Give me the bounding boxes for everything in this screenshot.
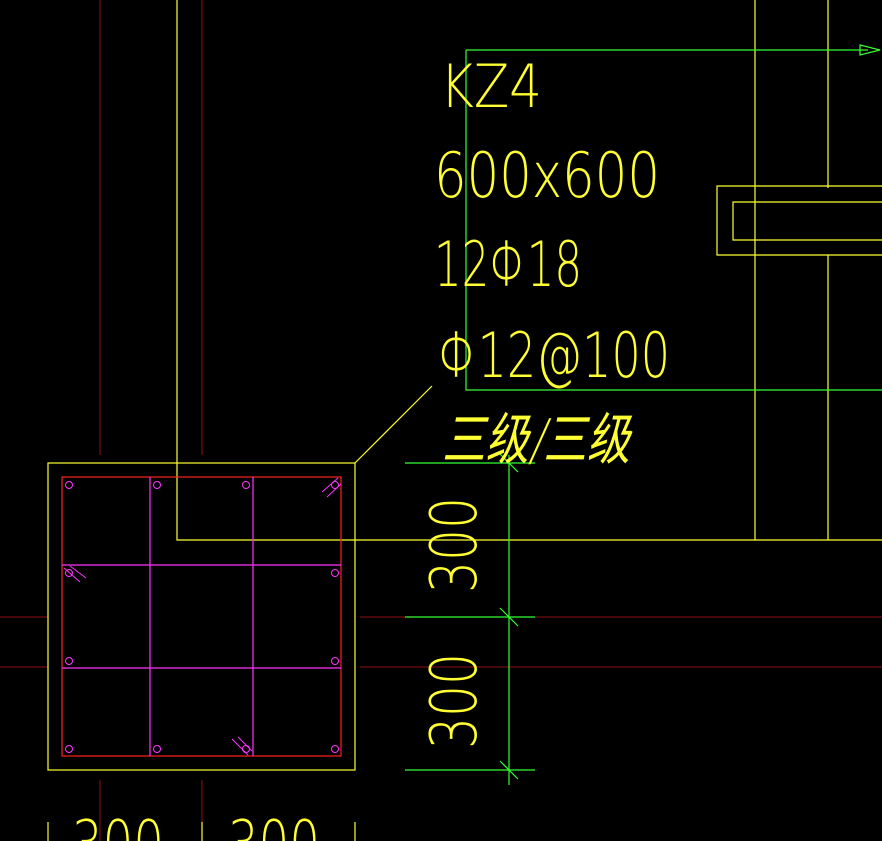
stirrup-ties [62, 477, 341, 756]
column-annotation: KZ4 600x600 12Φ18 Φ12@100 三级/三级 [434, 52, 670, 473]
stirrup-outer [61, 476, 342, 757]
yellow-outlines [47, 0, 882, 841]
rebar-bar [242, 481, 250, 489]
main-rebar-spec: 12Φ18 [434, 228, 582, 301]
stirrup-spec: Φ12@100 [438, 319, 670, 392]
dimension-tick-bottom [499, 760, 519, 780]
column-size: 600x600 [434, 139, 660, 212]
rebar-bar [331, 745, 339, 753]
label-box-frame [465, 50, 882, 391]
green-lines [405, 44, 882, 785]
hook-mark [231, 738, 249, 756]
wall-outline [176, 0, 882, 541]
column-section [61, 476, 342, 757]
beam-inner [732, 201, 882, 241]
rebar-bar [65, 745, 73, 753]
rebar-bar [65, 481, 73, 489]
hook-mark [237, 736, 253, 752]
rebar-bar [331, 569, 339, 577]
rebar-bar [65, 569, 73, 577]
rebar-bar [153, 745, 161, 753]
rebar-bar [65, 657, 73, 665]
rebar-bars [65, 481, 339, 753]
arrow-right-icon [859, 44, 881, 56]
column-outline [47, 462, 356, 771]
rebar-bar [153, 481, 161, 489]
hook-mark [326, 483, 342, 498]
dimension-bottom-left-value: 300 [72, 808, 164, 841]
dimension-bottom-right-value: 300 [228, 808, 320, 841]
rebar-bar [331, 657, 339, 665]
column-name: KZ4 [440, 52, 542, 122]
stirrup-hooks [63, 477, 342, 756]
hook-mark [69, 565, 87, 579]
beam-outer [716, 185, 882, 256]
hook-mark [63, 567, 81, 583]
dimension-tick-top [499, 453, 519, 473]
dimension-bottom-value: 300 [418, 653, 492, 749]
seismic-grade: 三级/三级 [439, 408, 641, 473]
rebar-bar [331, 481, 339, 489]
dimension-tick-middle [499, 607, 519, 627]
leader-line [354, 385, 433, 464]
hook-mark [321, 477, 339, 493]
dimension-top-value: 300 [418, 497, 492, 593]
dimension-labels: 300 300 300 300 [72, 497, 492, 841]
